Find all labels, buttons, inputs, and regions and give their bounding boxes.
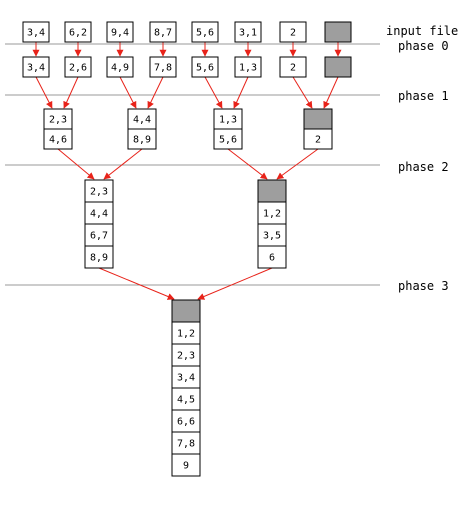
arrow-phase2-phase3-0 <box>98 267 175 300</box>
arrow-phase1-phase2-1 <box>103 148 143 180</box>
phase1-stack-0-cell-1: 4,6 <box>43 128 73 150</box>
phase0-box-5: 1,3 <box>234 56 262 78</box>
phase2-stack-0-cell-1: 4,4 <box>84 201 114 225</box>
input-box-7 <box>324 21 352 43</box>
phase0-box-7 <box>324 56 352 78</box>
phase0-box-2: 4,9 <box>106 56 134 78</box>
phase0-box-6: 2 <box>279 56 307 78</box>
phase3-stack-cell-5-value: 6,6 <box>177 417 195 428</box>
phase3-stack-cell-4-value: 4,5 <box>177 395 195 406</box>
phase0-box-1: 2,6 <box>64 56 92 78</box>
input-box-1: 6,2 <box>64 21 92 43</box>
input-box-1-value: 6,2 <box>69 28 87 39</box>
input-box-3: 8,7 <box>149 21 177 43</box>
phase2-stack-1-cell-1: 1,2 <box>257 201 287 225</box>
phase0-box-4: 5,6 <box>191 56 219 78</box>
phase3-stack-cell-6-value: 7,8 <box>177 439 195 450</box>
phase0-box-5-value: 1,3 <box>239 63 257 74</box>
phase2-stack-0-cell-3: 8,9 <box>84 245 114 269</box>
phase3-stack-cell-7-value: 9 <box>183 461 189 472</box>
phase0-box-4-value: 5,6 <box>196 63 214 74</box>
phase2-stack-1-cell-0 <box>257 179 287 203</box>
phase0-box-2-value: 4,9 <box>111 63 129 74</box>
phase3-stack-cell-5: 6,6 <box>171 409 201 433</box>
arrow-phase0-phase1-6 <box>292 76 313 109</box>
label-phase3: phase 3 <box>398 279 449 293</box>
arrow-phase1-phase2-3 <box>276 148 319 180</box>
phase2-stack-0-cell-3-value: 8,9 <box>90 253 108 264</box>
phase2-stack-0-cell-1-value: 4,4 <box>90 209 108 220</box>
phase0-box-3: 7,8 <box>149 56 177 78</box>
arrow-phase0-phase1-5 <box>233 76 249 109</box>
phase0-box-6-value: 2 <box>290 63 296 74</box>
arrows <box>32 42 342 300</box>
input-box-0: 3,4 <box>22 21 50 43</box>
phase0-box-0-value: 3,4 <box>27 63 45 74</box>
phase1-stack-2-cell-0-value: 1,3 <box>219 115 237 126</box>
label-phase0: phase 0 <box>398 39 449 53</box>
phase2-stack-0-cell-0-value: 2,3 <box>90 187 108 198</box>
phase1-stack-1-cell-1-value: 8,9 <box>133 135 151 146</box>
phase1-stack-3-cell-1: 2 <box>303 128 333 150</box>
arrow-phase1-phase2-0 <box>57 148 95 180</box>
arrow-phase0-phase1-1 <box>63 76 79 109</box>
phase3-stack-cell-3-value: 3,4 <box>177 373 195 384</box>
input-box-6: 2 <box>279 21 307 43</box>
phase2-stack-1-cell-3-value: 6 <box>269 253 275 264</box>
phase2-stack-1-cell-1-value: 1,2 <box>263 209 281 220</box>
phase1-stack-3-cell-0 <box>303 108 333 130</box>
phase2-stack-0-cell-2: 6,7 <box>84 223 114 247</box>
phase1-stack-2-cell-0: 1,3 <box>213 108 243 130</box>
arrow-phase0-phase1-4 <box>204 76 223 109</box>
input-box-3-value: 8,7 <box>154 28 172 39</box>
boxes: 3,4 6,2 9,4 8,7 5,6 3,1 2 3,4 2,6 4,9 7,8 5,6 1,3 2 2,… <box>22 21 352 477</box>
phase1-stack-3-cell-1-value: 2 <box>315 135 321 146</box>
label-phase1: phase 1 <box>398 89 449 103</box>
phase3-stack-cell-2: 2,3 <box>171 343 201 367</box>
phase2-stack-1-cell-3: 6 <box>257 245 287 269</box>
phase1-stack-2-cell-1-value: 5,6 <box>219 135 237 146</box>
phase1-stack-0-cell-1-value: 4,6 <box>49 135 67 146</box>
input-box-4-value: 5,6 <box>196 28 214 39</box>
phase0-box-1-value: 2,6 <box>69 63 87 74</box>
label-phase2: phase 2 <box>398 160 449 174</box>
input-box-5-value: 3,1 <box>239 28 257 39</box>
arrow-phase1-phase2-2 <box>227 148 268 180</box>
arrow-phase0-phase1-7 <box>323 76 339 109</box>
phase3-stack-cell-1-value: 1,2 <box>177 329 195 340</box>
arrow-phase0-phase1-3 <box>147 76 164 109</box>
phase3-stack-cell-1: 1,2 <box>171 321 201 345</box>
input-box-4: 5,6 <box>191 21 219 43</box>
arrow-phase2-phase3-1 <box>197 267 273 300</box>
input-box-5: 3,1 <box>234 21 262 43</box>
phase2-stack-0-cell-0: 2,3 <box>84 179 114 203</box>
phase3-stack-cell-7: 9 <box>171 453 201 477</box>
phase1-stack-1-cell-1: 8,9 <box>127 128 157 150</box>
phase0-box-0: 3,4 <box>22 56 50 78</box>
phase2-stack-1-cell-2-value: 3,5 <box>263 231 281 242</box>
phase2-stack-0-cell-2-value: 6,7 <box>90 231 108 242</box>
input-box-2-value: 9,4 <box>111 28 129 39</box>
input-box-6-value: 2 <box>290 28 296 39</box>
arrow-phase0-phase1-2 <box>119 76 137 109</box>
phase0-box-3-value: 7,8 <box>154 63 172 74</box>
label-input-file: input file <box>386 24 458 38</box>
phase3-stack-cell-2-value: 2,3 <box>177 351 195 362</box>
input-box-0-value: 3,4 <box>27 28 45 39</box>
phase2-stack-1-cell-2: 3,5 <box>257 223 287 247</box>
phase1-stack-1-cell-0-value: 4,4 <box>133 115 151 126</box>
phase3-stack-cell-3: 3,4 <box>171 365 201 389</box>
input-box-2: 9,4 <box>106 21 134 43</box>
phase3-stack-cell-6: 7,8 <box>171 431 201 455</box>
phase3-stack-cell-0 <box>171 299 201 323</box>
phase1-stack-0-cell-0: 2,3 <box>43 108 73 130</box>
arrow-phase0-phase1-0 <box>35 76 53 109</box>
phase1-stack-2-cell-1: 5,6 <box>213 128 243 150</box>
phase1-stack-0-cell-0-value: 2,3 <box>49 115 67 126</box>
phase3-stack-cell-4: 4,5 <box>171 387 201 411</box>
phase1-stack-1-cell-0: 4,4 <box>127 108 157 130</box>
